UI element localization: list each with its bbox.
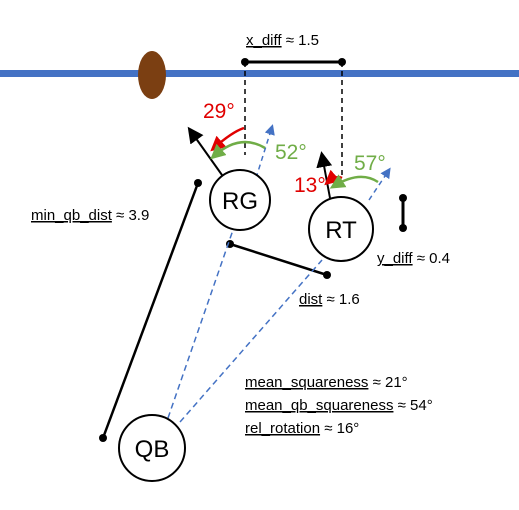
qb-label: QB [135, 436, 170, 463]
rg-green-angle-arc [210, 140, 266, 160]
line-of-scrimmage [0, 70, 519, 77]
min-qb-dist-label: min_qb_dist ≈ 3.9 [31, 207, 149, 224]
rt-green-angle-arc [329, 174, 379, 189]
qb-player-circle [118, 414, 186, 482]
dist-line [229, 242, 328, 277]
rt-red-angle-label: 13° [294, 174, 326, 197]
rg-label: RG [222, 188, 258, 215]
qb-to-rg-dashed [167, 229, 234, 419]
y-diff-dot-top [399, 194, 407, 202]
rt-player-circle [308, 196, 374, 262]
min-qb-dist-dot-bottom [99, 434, 107, 442]
x-diff-label: x_diff ≈ 1.5 [246, 32, 319, 49]
rt-green-angle-label: 57° [354, 152, 386, 175]
min-qb-dist-line [101, 182, 200, 439]
rg-player-circle [209, 169, 271, 231]
dist-label: dist ≈ 1.6 [299, 291, 360, 308]
rg-red-angle-label: 29° [203, 100, 235, 123]
rg-orientation-arrow [187, 126, 223, 176]
y-diff-dot-bottom [399, 224, 407, 232]
rg-qb-direction-arrow [255, 124, 275, 179]
mean-squareness-label: mean_squareness ≈ 21° [245, 374, 408, 391]
football-icon [138, 51, 166, 99]
dist-dot-right [323, 271, 331, 279]
y-diff-label: y_diff ≈ 0.4 [377, 250, 450, 267]
rg-green-angle-label: 52° [275, 141, 307, 164]
rt-red-angle-arc [324, 169, 343, 186]
rel-rotation-label: rel_rotation ≈ 16° [245, 420, 359, 437]
mean-qb-squareness-label: mean_qb_squareness ≈ 54° [245, 397, 433, 414]
min-qb-dist-dot-top [194, 179, 202, 187]
qb-to-rt-dashed [179, 259, 323, 423]
rt-qb-direction-arrow [368, 167, 391, 201]
rt-label: RT [325, 217, 357, 244]
